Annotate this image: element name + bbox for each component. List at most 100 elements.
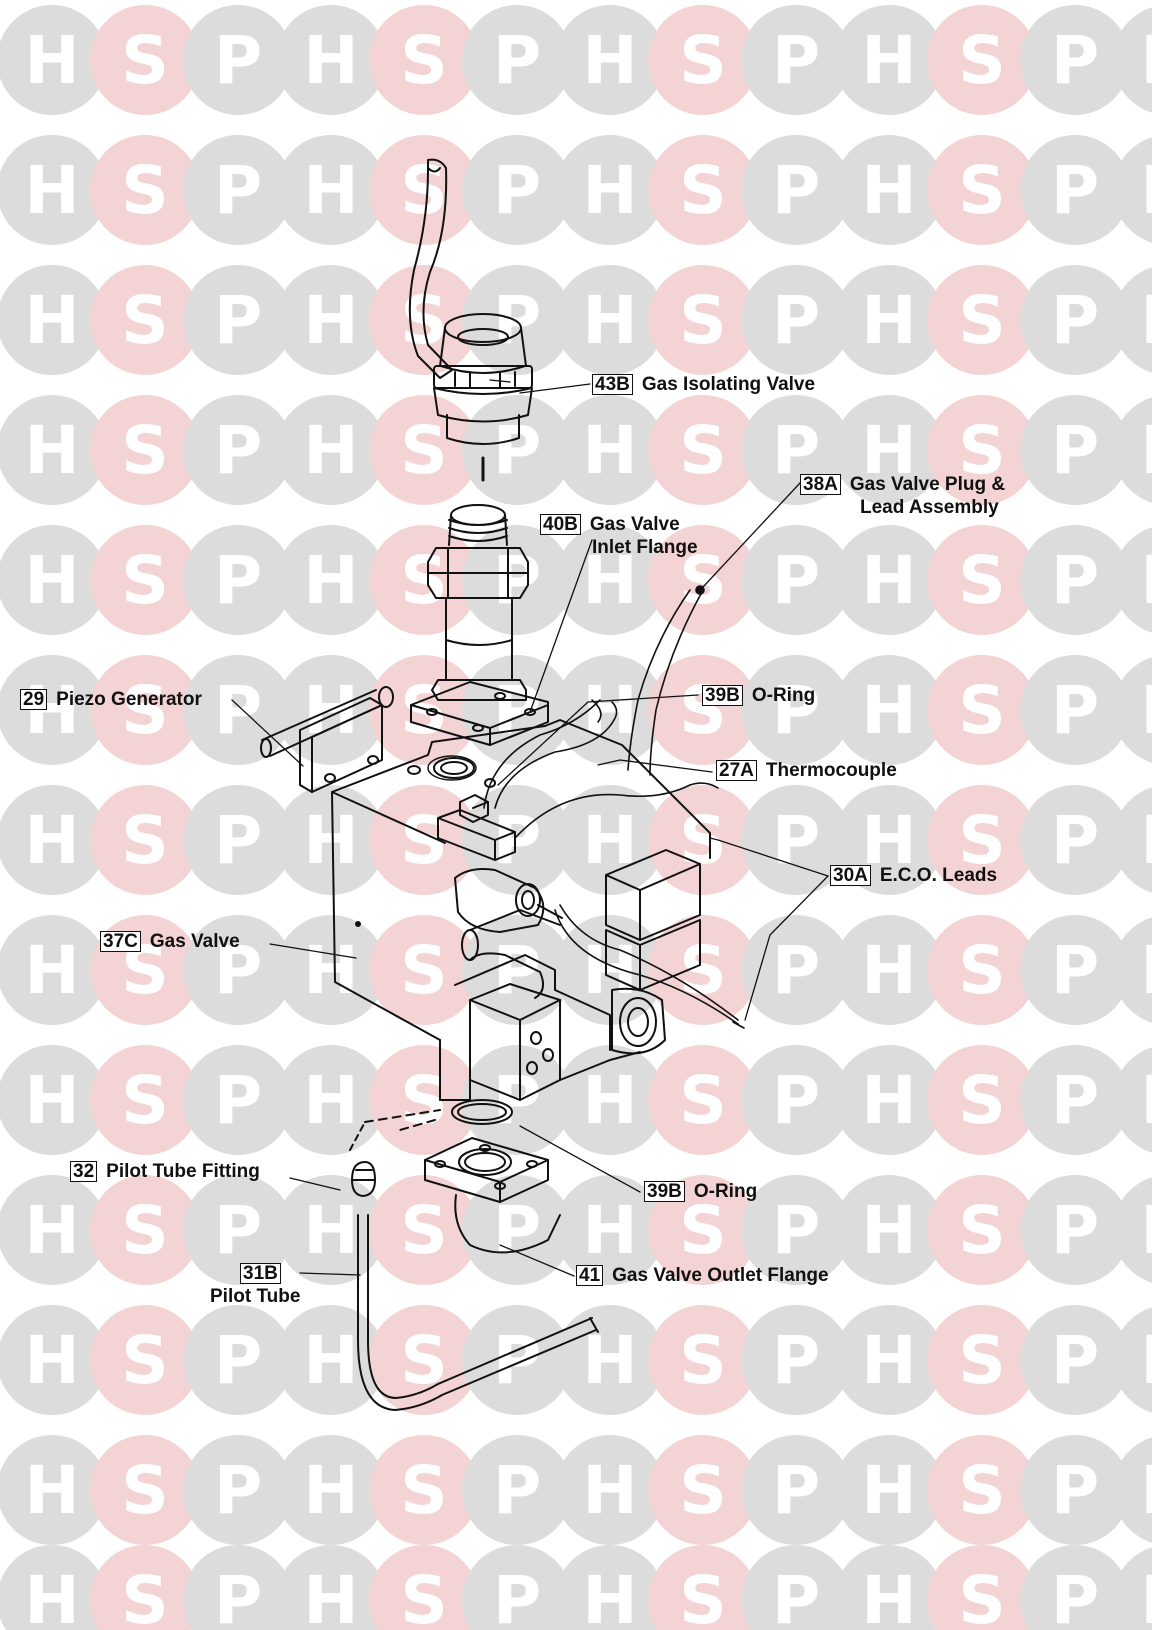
watermark-tile: S — [927, 1045, 1037, 1155]
watermark-tile: S — [648, 395, 758, 505]
watermark-letter: P — [214, 1192, 262, 1269]
watermark-letter: P — [1051, 802, 1099, 879]
watermark-letter: P — [1051, 282, 1099, 359]
watermark-tile: P — [741, 525, 851, 635]
watermark-letter: S — [679, 1322, 727, 1399]
watermark-letter: S — [121, 802, 169, 879]
watermark-tile: P — [741, 265, 851, 375]
watermark-letter: P — [214, 542, 262, 619]
watermark-letter: P — [214, 282, 262, 359]
watermark-tile: H — [1113, 917, 1152, 1023]
watermark-tile: P — [1020, 1045, 1130, 1155]
watermark-letter: H — [582, 932, 637, 1009]
part-name-line2: Inlet Flange — [592, 537, 698, 558]
watermark-tile: S — [90, 5, 200, 115]
watermark-tile: H — [555, 1045, 665, 1155]
watermark-tile: P — [741, 655, 851, 765]
watermark-letter: P — [772, 1322, 820, 1399]
watermark-tile: S — [90, 395, 200, 505]
watermark-tile: S — [369, 395, 479, 505]
watermark-tile: P — [462, 135, 572, 245]
watermark-letter: P — [1051, 1192, 1099, 1269]
watermark-tile: P — [183, 785, 293, 895]
watermark-letter: S — [400, 672, 448, 749]
watermark-letter: S — [958, 1452, 1006, 1529]
watermark-letter: P — [1051, 1562, 1099, 1630]
watermark-tile: H — [0, 1545, 107, 1630]
watermark-letter: S — [679, 542, 727, 619]
watermark-letter: S — [679, 412, 727, 489]
part-code: 27A — [716, 760, 757, 781]
part-name: Gas Valve Plug & — [849, 474, 1006, 495]
watermark-letter: H — [24, 542, 79, 619]
watermark-letter: H — [24, 1562, 79, 1630]
part-code: 40B — [540, 514, 581, 535]
part-code: 39B — [644, 1181, 685, 1202]
watermark-letter: P — [214, 932, 262, 1009]
watermark-tile: P — [183, 1045, 293, 1155]
watermark-tile: H — [834, 1435, 944, 1545]
watermark-tile: S — [648, 915, 758, 1025]
watermark-tile: P — [462, 525, 572, 635]
watermark-tile: H — [276, 135, 386, 245]
callout-pilot-tube: 31B Pilot Tube — [210, 1262, 300, 1308]
part-name-line2: Lead Assembly — [860, 497, 999, 518]
watermark-letter: P — [214, 802, 262, 879]
part-code: 37C — [100, 931, 141, 952]
watermark-letter: S — [958, 1562, 1006, 1630]
watermark-letter: H — [1140, 932, 1152, 1009]
watermark-letter: S — [121, 152, 169, 229]
watermark-letter: H — [861, 1062, 916, 1139]
watermark-tile: P — [1020, 5, 1130, 115]
watermark-letter: H — [582, 1062, 637, 1139]
watermark-letter: P — [214, 1322, 262, 1399]
watermark-tile: S — [90, 785, 200, 895]
watermark-letter: P — [493, 1192, 541, 1269]
watermark-letter: S — [679, 1062, 727, 1139]
watermark-tile: S — [369, 1305, 479, 1415]
watermark-tile: P — [183, 395, 293, 505]
watermark-letter: P — [493, 1322, 541, 1399]
watermark-letter: S — [121, 542, 169, 619]
watermark-tile: H — [555, 1175, 665, 1285]
watermark-tile: H — [276, 1545, 386, 1630]
watermark-tile: P — [1020, 395, 1130, 505]
watermark-letter: H — [24, 1192, 79, 1269]
watermark-tile: S — [927, 1305, 1037, 1415]
watermark-letter: H — [861, 672, 916, 749]
watermark-letter: S — [679, 22, 727, 99]
watermark-letter: S — [679, 1192, 727, 1269]
watermark-letter: S — [121, 412, 169, 489]
watermark-tile: P — [183, 135, 293, 245]
watermark-letter: P — [493, 542, 541, 619]
watermark-letter: S — [679, 152, 727, 229]
callout-thermocouple: 27A Thermocouple — [716, 759, 897, 782]
watermark-tile: P — [1020, 1175, 1130, 1285]
watermark-letter: H — [1140, 1192, 1152, 1269]
watermark-tile: P — [462, 1045, 572, 1155]
watermark-letter: P — [772, 1452, 820, 1529]
watermark-letter: H — [1140, 412, 1152, 489]
watermark-letter: S — [958, 22, 1006, 99]
watermark-tile: H — [0, 525, 107, 635]
watermark-tile: H — [0, 915, 107, 1025]
watermark-letter: P — [772, 672, 820, 749]
watermark-tile: P — [183, 265, 293, 375]
watermark-letter: P — [493, 152, 541, 229]
watermark-tile: S — [927, 1435, 1037, 1545]
part-name: E.C.O. Leads — [879, 865, 998, 886]
watermark-tile: P — [741, 5, 851, 115]
watermark-tile: S — [648, 135, 758, 245]
watermark-letter: H — [861, 1452, 916, 1529]
watermark-letter: P — [772, 22, 820, 99]
watermark-tile: H — [276, 1045, 386, 1155]
watermark-letter: S — [679, 1452, 727, 1529]
watermark-tile: H — [555, 1545, 665, 1630]
part-name: Thermocouple — [765, 760, 897, 781]
watermark-letter: H — [303, 1322, 358, 1399]
